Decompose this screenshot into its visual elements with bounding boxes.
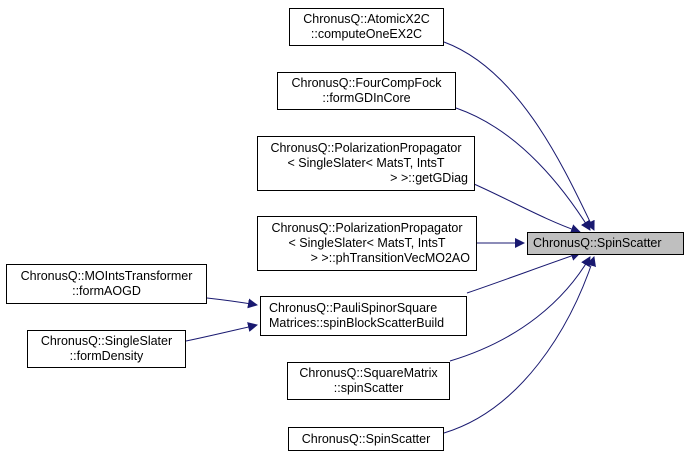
node-spinscatter-target[interactable]: ChronusQ::SpinScatter	[527, 232, 684, 255]
node-polarizationpropagator-getgdiag[interactable]: ChronusQ::PolarizationPropagator < Singl…	[257, 136, 475, 191]
node-spinscatter-caller[interactable]: ChronusQ::SpinScatter	[288, 427, 444, 451]
edge-squarematrix	[449, 256, 591, 362]
edge-formaogd	[206, 297, 258, 309]
node-singleslater-formdensity[interactable]: ChronusQ::SingleSlater ::formDensity	[27, 330, 186, 368]
edge-spinscatter-self	[443, 256, 596, 434]
edge-spinblock	[466, 251, 581, 294]
edge-fourcompfock	[455, 107, 591, 231]
node-mointstransformer-formaogd[interactable]: ChronusQ::MOIntsTransformer ::formAOGD	[6, 264, 207, 304]
edge-getgdiag	[473, 183, 581, 234]
edge-atomicx2c	[443, 41, 595, 231]
node-squarematrix-spinscatter[interactable]: ChronusQ::SquareMatrix ::spinScatter	[287, 362, 450, 400]
node-polarizationpropagator-phtransitionvecmo2ao[interactable]: ChronusQ::PolarizationPropagator < Singl…	[257, 216, 477, 271]
node-fourcompfock-formgdincore[interactable]: ChronusQ::FourCompFock ::formGDInCore	[277, 72, 456, 110]
edge-formdensity	[185, 322, 258, 342]
node-atomicx2c-computeoneex2c[interactable]: ChronusQ::AtomicX2C ::computeOneEX2C	[289, 8, 444, 46]
node-paulispinorsquarematrices-spinblockscatterbuild[interactable]: ChronusQ::PauliSpinorSquare Matrices::sp…	[260, 296, 467, 336]
